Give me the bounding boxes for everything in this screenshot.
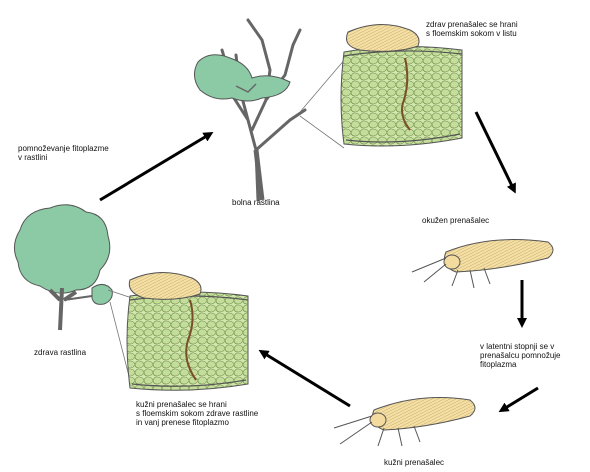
arrow-to-infectious-vector bbox=[502, 388, 538, 410]
label-healthy-plant: zdrava rastlina bbox=[34, 348, 86, 357]
label-infectious-vector-feeds: kužni prenašalec se hrani s floemskim so… bbox=[136, 400, 258, 427]
infected-vector-insect bbox=[412, 240, 553, 288]
top-leaf-cross-section bbox=[341, 24, 462, 146]
arrow-to-diseased-plant bbox=[100, 134, 210, 200]
healthy-plant-illustration bbox=[14, 205, 112, 330]
label-diseased-plant: bolna rastlina bbox=[232, 198, 280, 207]
arrow-to-infected-vector bbox=[476, 112, 514, 190]
diseased-plant-illustration bbox=[194, 20, 305, 200]
arrow-to-healthy-plant bbox=[262, 352, 350, 406]
label-infectious-vector: kužni prenašalec bbox=[384, 458, 444, 467]
label-infected-vector: okužen prenašalec bbox=[422, 216, 489, 225]
bottom-leaf-cross-section bbox=[127, 272, 248, 390]
label-phytoplasma-multiplies-in-plant: pomnoževanje fitoplazme v rastlini bbox=[18, 144, 109, 162]
infectious-vector-insect bbox=[334, 398, 475, 446]
label-healthy-vector-feeds: zdrav prenašalec se hrani s floemskim so… bbox=[426, 20, 518, 38]
label-latent-stage: v latentni stopnji se v prenašalcu pomno… bbox=[480, 342, 561, 369]
